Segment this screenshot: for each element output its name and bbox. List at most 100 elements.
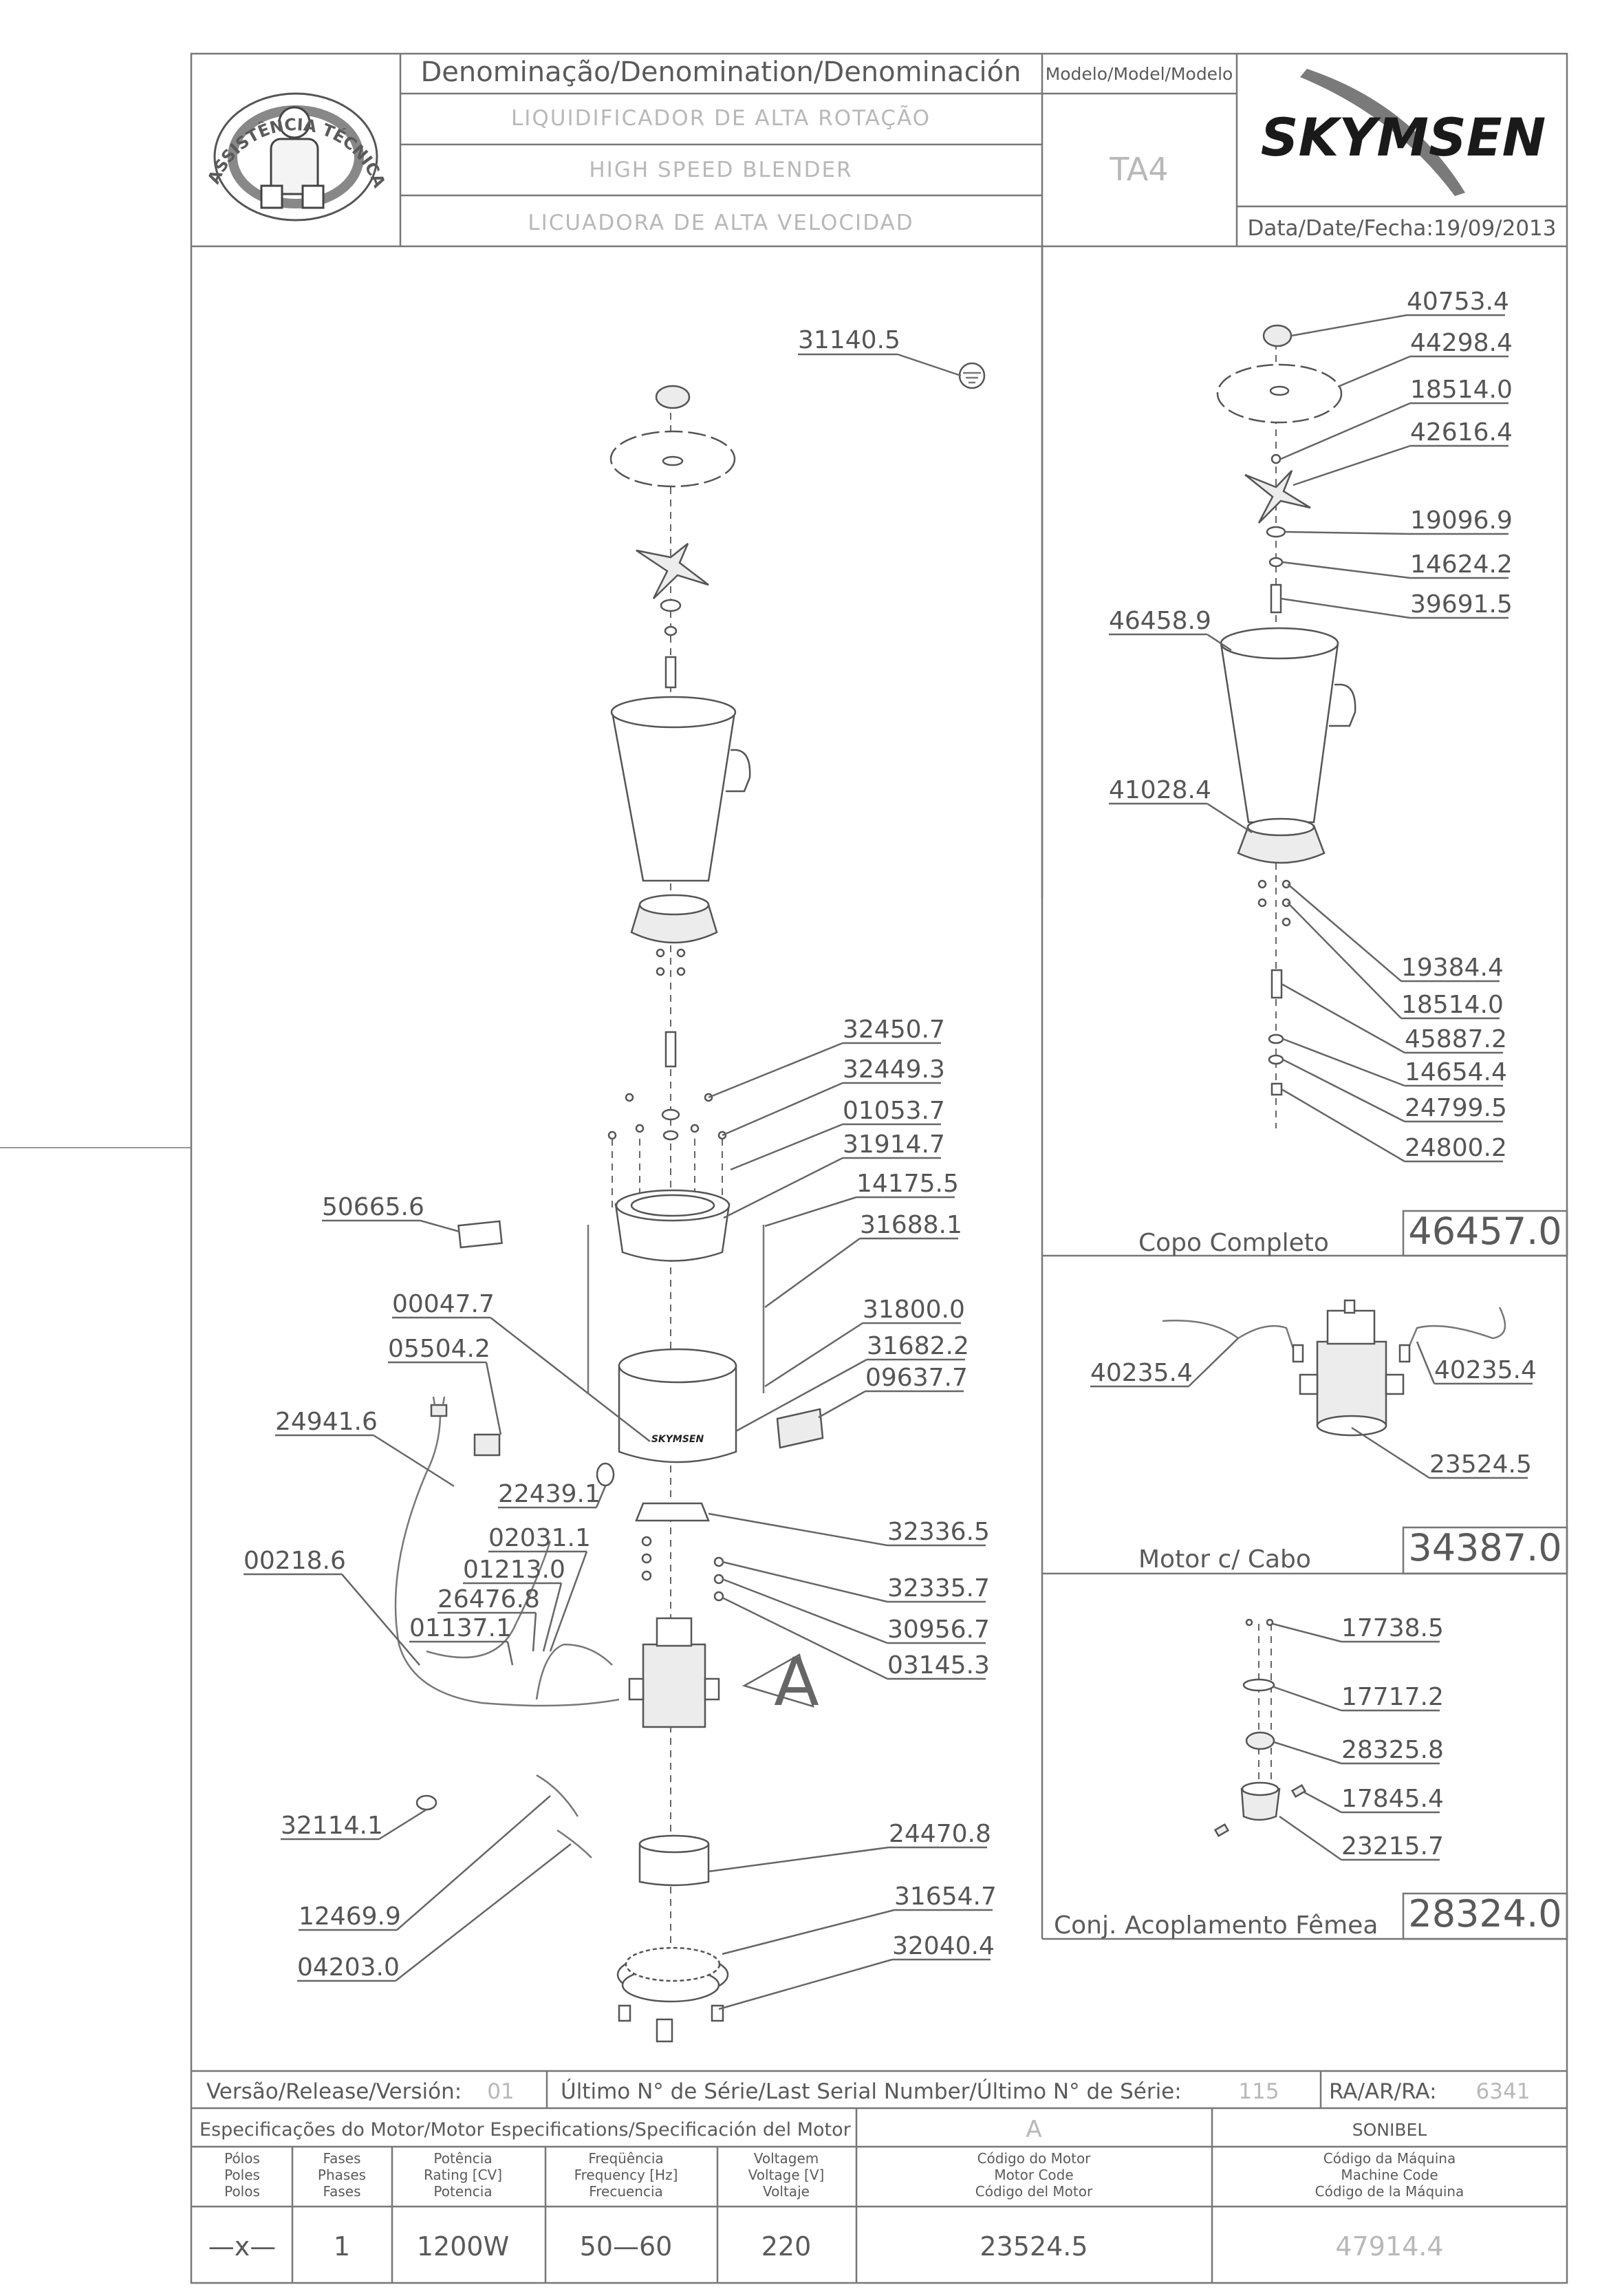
sheet-frame xyxy=(0,52,1568,2284)
part-14624-2: 14624.2 xyxy=(1410,550,1513,579)
product-name-pt: LIQUIDIFICADOR DE ALTA ROTAÇÃO xyxy=(511,106,931,131)
version-value: 01 xyxy=(487,2079,514,2104)
col-machine-code-es: Código de la Máquina xyxy=(1315,2183,1464,2200)
part-01213-0: 01213.0 xyxy=(463,1556,565,1584)
val-machine-code: 47914.4 xyxy=(1335,2231,1443,2262)
col-machine-code-en: Machine Code xyxy=(1341,2167,1438,2183)
part-17738-5: 17738.5 xyxy=(1341,1614,1444,1642)
col-poles-pt: Pólos xyxy=(224,2150,260,2167)
part-30956-7: 30956.7 xyxy=(887,1616,990,1644)
part-04203-0: 04203.0 xyxy=(297,1953,400,1982)
part-31140-5: 31140.5 xyxy=(798,326,900,354)
part-40235-4-left: 40235.4 xyxy=(1090,1359,1193,1387)
part-32449-3: 32449.3 xyxy=(843,1055,945,1084)
brand-wordmark: SKYMSEN xyxy=(1261,107,1546,168)
col-voltage-en: Voltage [V] xyxy=(748,2167,825,2183)
part-46458-9: 46458.9 xyxy=(1109,607,1211,635)
part-32114-1: 32114.1 xyxy=(281,1812,383,1840)
val-motor-code: 23524.5 xyxy=(980,2231,1088,2262)
col-phases-en: Phases xyxy=(318,2167,366,2183)
part-24800-2: 24800.2 xyxy=(1405,1134,1507,1162)
part-01137-1: 01137.1 xyxy=(409,1614,512,1642)
part-39691-5: 39691.5 xyxy=(1410,590,1513,619)
part-17717-2: 17717.2 xyxy=(1341,1683,1444,1711)
coupling-assembly-code: 28324.0 xyxy=(1408,1892,1561,1935)
denomination-title: Denominação/Denomination/Denominación xyxy=(420,56,1021,88)
part-03145-3: 03145.3 xyxy=(887,1651,990,1680)
spec-maker: SONIBEL xyxy=(1352,2120,1427,2140)
part-41028-4: 41028.4 xyxy=(1109,776,1211,804)
motor-assembly-code: 34387.0 xyxy=(1408,1526,1561,1569)
spec-label: Especificações do Motor/Motor Especifica… xyxy=(199,2119,852,2141)
ground-icon xyxy=(958,362,986,389)
part-50665-6: 50665.6 xyxy=(322,1193,424,1221)
part-32335-7: 32335.7 xyxy=(887,1574,990,1602)
val-voltage: 220 xyxy=(761,2231,812,2262)
cup-assembly-title: Copo Completo xyxy=(1138,1229,1329,1257)
col-freq-es: Frecuencia xyxy=(589,2183,663,2200)
col-machine-code-pt: Código da Máquina xyxy=(1323,2150,1456,2167)
part-00218-6: 00218.6 xyxy=(244,1547,346,1575)
part-19096-9: 19096.9 xyxy=(1410,506,1513,535)
coupling-assembly-title: Conj. Acoplamento Fêmea xyxy=(1054,1911,1378,1940)
part-40753-4: 40753.4 xyxy=(1407,288,1509,316)
housing-brand: SKYMSEN xyxy=(651,1434,704,1445)
part-01053-7: 01053.7 xyxy=(843,1097,945,1125)
part-23215-7: 23215.7 xyxy=(1341,1832,1444,1860)
col-power-pt: Potência xyxy=(433,2150,492,2167)
spec-a: A xyxy=(1026,2116,1041,2143)
part-28325-8: 28325.8 xyxy=(1341,1736,1444,1764)
cup-panel: 40753.4 44298.4 18514.0 42616.4 19096.9 … xyxy=(1109,288,1562,1257)
col-power-en: Rating [CV] xyxy=(424,2167,502,2183)
col-phases-es: Fases xyxy=(323,2183,360,2200)
part-45887-2: 45887.2 xyxy=(1405,1025,1507,1053)
version-label: Versão/Release/Versión: xyxy=(206,2079,462,2104)
val-freq: 50—60 xyxy=(580,2231,673,2262)
col-freq-en: Frequency [Hz] xyxy=(574,2167,678,2183)
col-motor-code-es: Código del Motor xyxy=(975,2183,1093,2200)
model-title: Modelo/Model/Modelo xyxy=(1046,64,1233,84)
main-exploded-view: SKYMSEN A xyxy=(394,362,986,2043)
part-09637-7: 09637.7 xyxy=(865,1364,968,1392)
part-24470-8: 24470.8 xyxy=(889,1820,991,1848)
svg-text:ASSISTÊNCIA TÉCNICA AUTORIZADA: ASSISTÊNCIA TÉCNICA AUTORIZADA xyxy=(0,0,389,191)
part-24799-5: 24799.5 xyxy=(1405,1094,1507,1122)
drawing-date: Data/Date/Fecha:19/09/2013 xyxy=(1247,216,1556,241)
col-phases-pt: Fases xyxy=(323,2150,360,2167)
col-voltage-pt: Voltagem xyxy=(754,2150,819,2167)
part-32336-5: 32336.5 xyxy=(887,1518,990,1546)
serial-value: 115 xyxy=(1238,2079,1279,2104)
part-24941-6: 24941.6 xyxy=(275,1408,378,1436)
product-name-es: LICUADORA DE ALTA VELOCIDAD xyxy=(528,211,913,235)
part-31914-7: 31914.7 xyxy=(843,1130,945,1159)
col-poles-es: Polos xyxy=(224,2183,260,2200)
part-02031-1: 02031.1 xyxy=(488,1524,591,1552)
part-44298-4: 44298.4 xyxy=(1410,329,1513,357)
part-40235-4-right: 40235.4 xyxy=(1434,1356,1537,1384)
col-freq-pt: Freqüência xyxy=(588,2150,663,2167)
part-17845-4: 17845.4 xyxy=(1341,1785,1444,1813)
col-power-es: Potencia xyxy=(433,2183,492,2200)
part-19384-4: 19384.4 xyxy=(1401,954,1504,982)
motor-assembly-title: Motor c/ Cabo xyxy=(1138,1545,1311,1574)
part-32040-4: 32040.4 xyxy=(892,1932,995,1960)
col-motor-code-pt: Código do Motor xyxy=(977,2150,1092,2167)
part-42616-4: 42616.4 xyxy=(1410,418,1513,447)
footer-table: Versão/Release/Versión: 01 Último N° de … xyxy=(199,2079,1530,2262)
val-phases: 1 xyxy=(334,2231,350,2262)
part-23524-5: 23524.5 xyxy=(1429,1450,1532,1479)
part-05504-2: 05504.2 xyxy=(388,1335,490,1363)
part-12469-9: 12469.9 xyxy=(299,1902,401,1931)
main-part-labels: 31140.5 32450.7 32449.3 01053.7 31914.7 … xyxy=(244,326,997,2010)
authorized-service-seal: ASSISTÊNCIA TÉCNICA AUTORIZADA xyxy=(0,0,389,222)
part-14175-5: 14175.5 xyxy=(856,1170,959,1198)
product-name-en: HIGH SPEED BLENDER xyxy=(589,158,852,182)
part-18514-0-bottom: 18514.0 xyxy=(1401,991,1504,1019)
serial-label: Último N° de Série/Last Serial Number/Úl… xyxy=(561,2079,1182,2104)
part-32450-7: 32450.7 xyxy=(843,1016,945,1044)
part-31800-0: 31800.0 xyxy=(863,1296,965,1324)
part-22439-1: 22439.1 xyxy=(498,1480,601,1508)
val-power: 1200W xyxy=(417,2231,509,2262)
model-value: TA4 xyxy=(1109,151,1168,188)
part-26476-8: 26476.8 xyxy=(437,1585,540,1613)
